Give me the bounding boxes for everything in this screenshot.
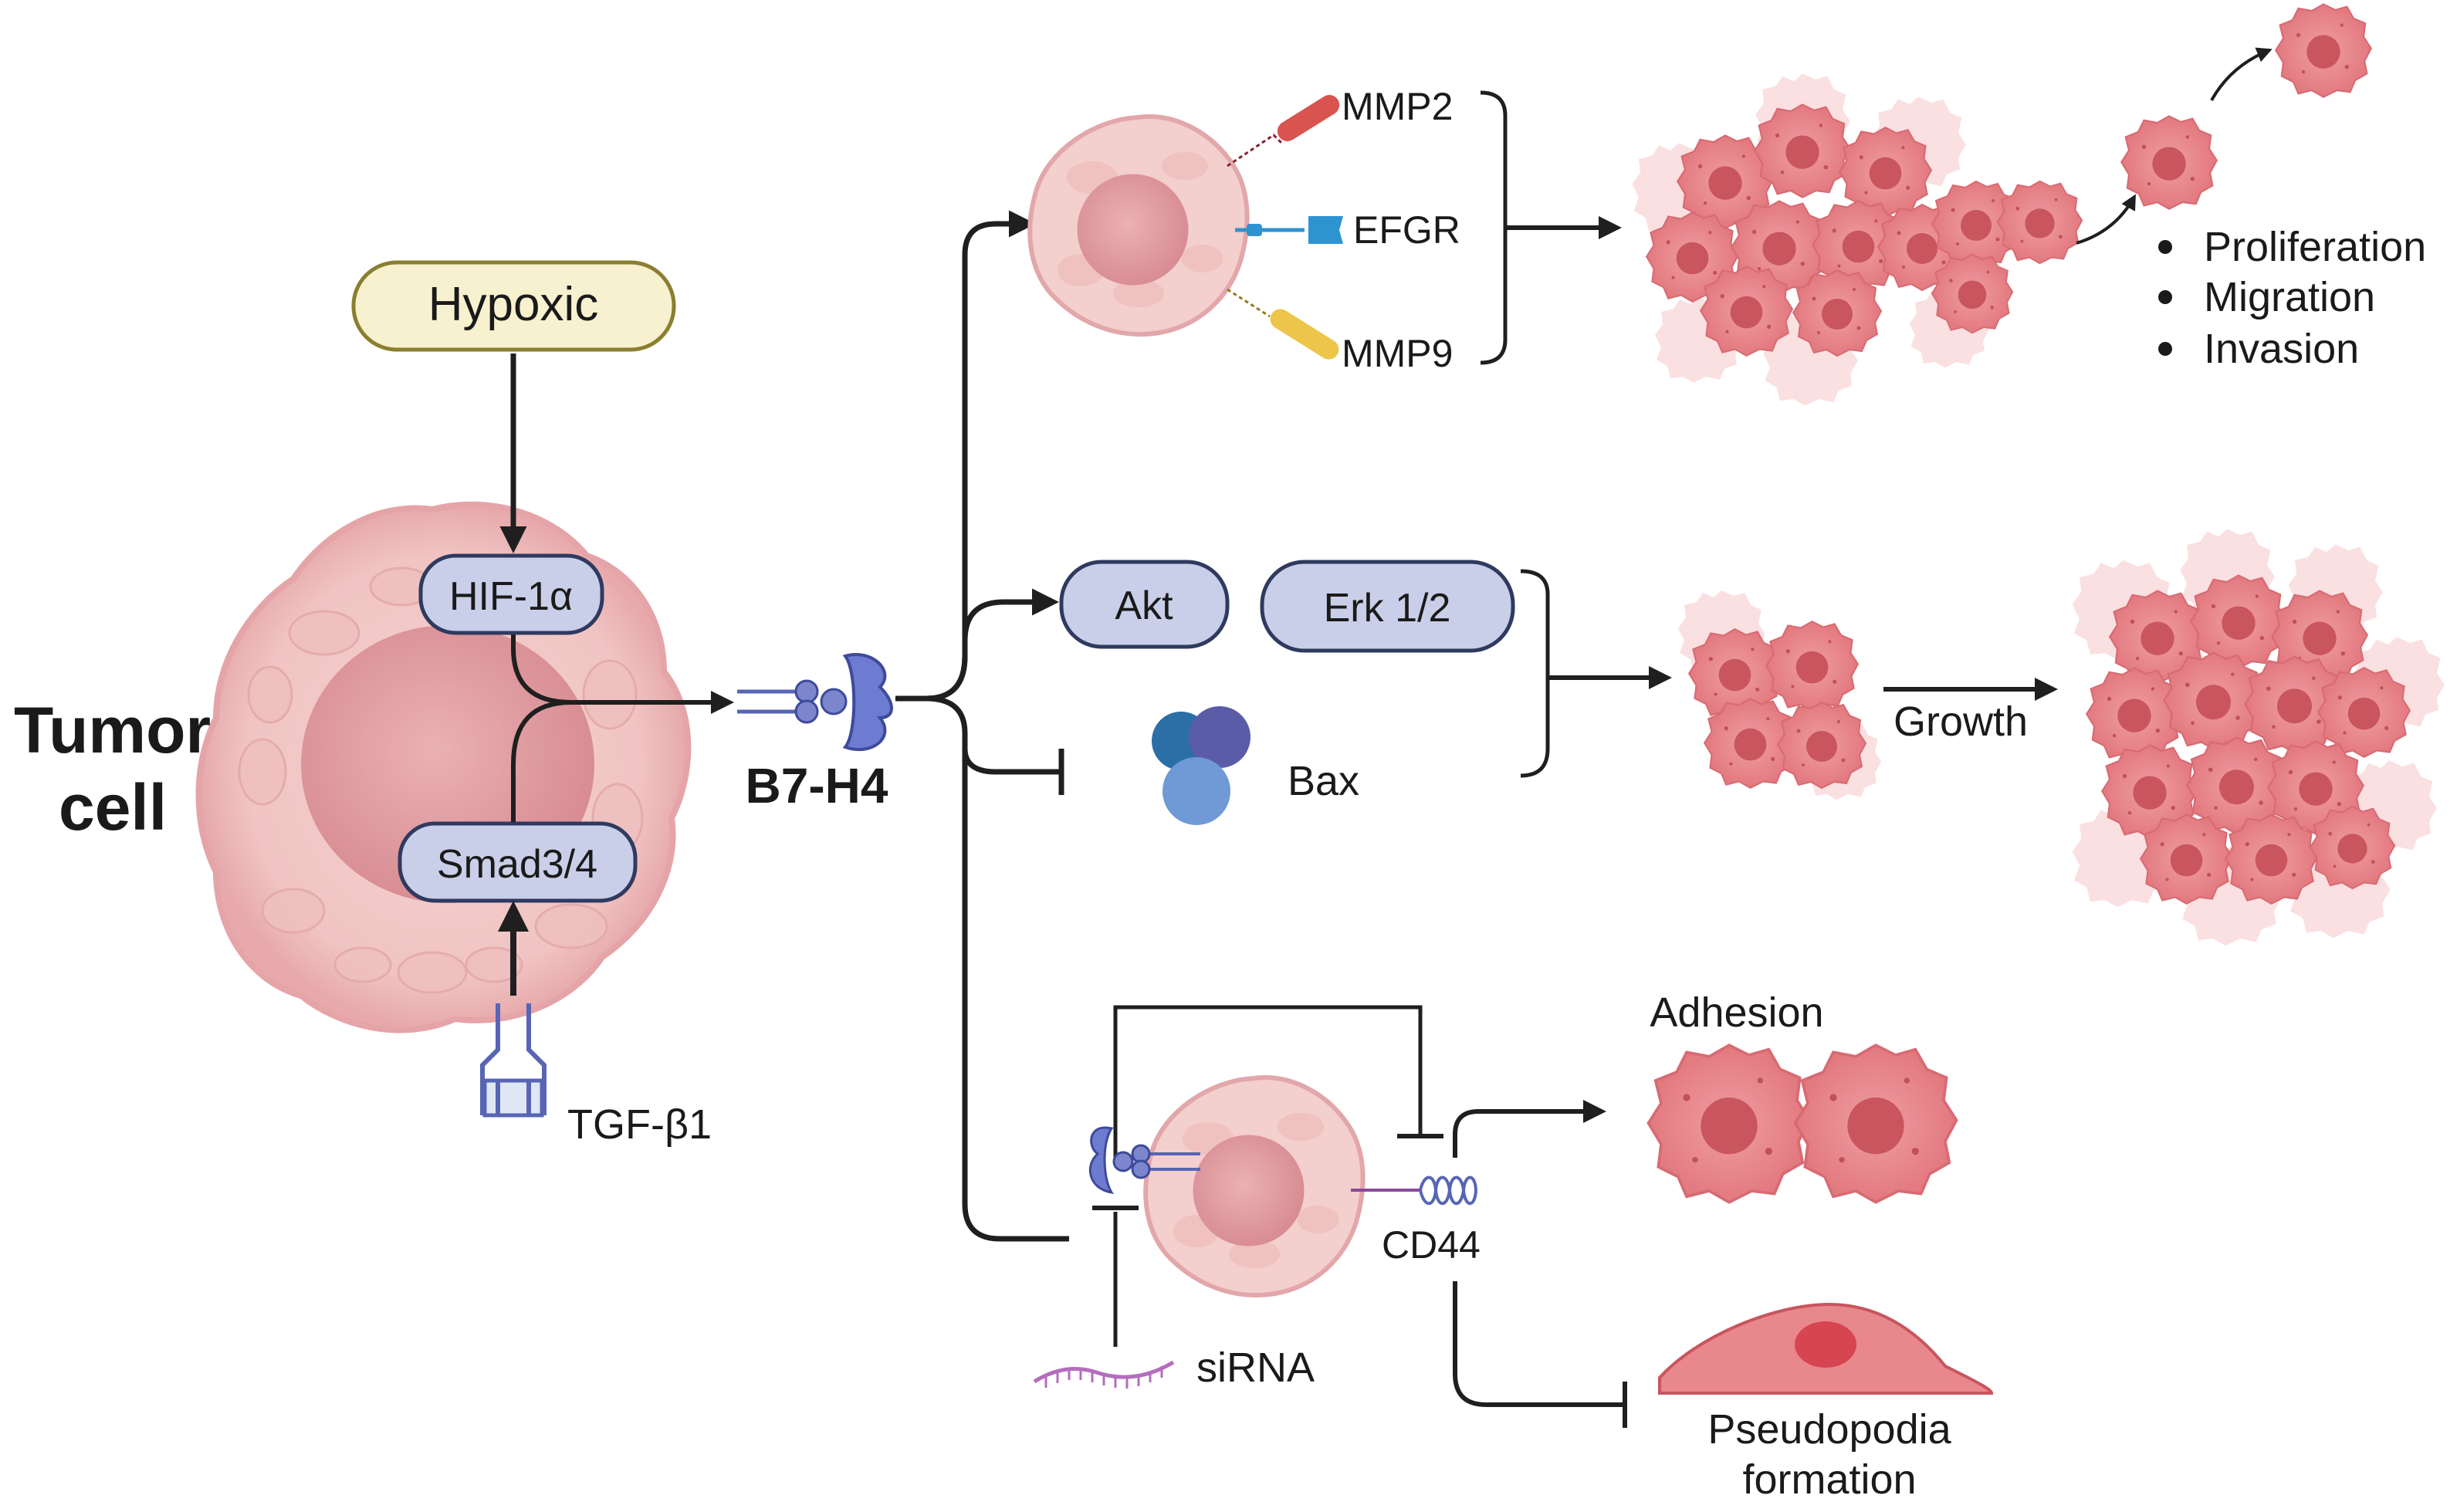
erk-node: Erk 1/2: [1260, 560, 1515, 653]
growth-label: Growth: [1894, 698, 2028, 745]
smad-label: Smad3/4: [437, 842, 597, 887]
efgr-label: EFGR: [1353, 208, 1460, 252]
outcome-list: Proliferation Migration Invasion: [2158, 224, 2426, 372]
tgf-receptor-icon: [480, 1003, 547, 1118]
cd44-label: CD44: [1382, 1223, 1481, 1267]
middle-bracket: [1520, 569, 1550, 778]
mmp2-icon: [1227, 95, 1340, 167]
feedback-loop-line: [1113, 1005, 1423, 1165]
top-bracket: [1480, 90, 1508, 365]
tumor-label-line2: cell: [59, 771, 167, 844]
hypoxic-label: Hypoxic: [428, 278, 599, 331]
smad-to-b7h4-line: [511, 700, 572, 822]
outcome-invasion: Invasion: [2204, 326, 2359, 372]
mmp9-label: MMP9: [1342, 332, 1453, 375]
adhesion-cells: [1646, 1044, 1958, 1204]
adhesion-label: Adhesion: [1650, 989, 1823, 1036]
akt-label: Akt: [1115, 583, 1173, 628]
bullet-icon: [2158, 342, 2172, 356]
outcome-proliferation: Proliferation: [2204, 224, 2426, 270]
hypoxic-node: Hypoxic: [351, 260, 676, 352]
pseudopodia-cell-icon: [1658, 1302, 1994, 1395]
tumor-cluster-proliferation: [1632, 73, 2083, 406]
mmp9-icon: [1227, 288, 1339, 360]
hif-label: HIF-1α: [449, 574, 573, 619]
lower-cell: [1146, 1077, 1362, 1295]
b7h4-label: B7-H4: [746, 758, 888, 814]
bax-label: Bax: [1288, 758, 1359, 804]
akt-node: Akt: [1059, 560, 1230, 649]
tgf-label: TGF-β1: [567, 1101, 712, 1148]
pseudopodia-label-line1: Pseudopodia: [1707, 1406, 1951, 1453]
migration-arrow-1: [2076, 194, 2136, 245]
cd44-icon: [1351, 1175, 1477, 1206]
migration-arrow-2: [2210, 47, 2273, 101]
migrating-cell-1: [2120, 115, 2218, 210]
smad-node: Smad3/4: [398, 821, 638, 903]
sirna-label: siRNA: [1196, 1345, 1315, 1391]
erk-label: Erk 1/2: [1324, 586, 1451, 631]
b7h4-branches: [895, 210, 1069, 1242]
lower-b7h4-receptor-icon: [1088, 1126, 1200, 1195]
tumor-label-line1: Tumor: [14, 694, 211, 766]
bullet-icon: [2158, 290, 2172, 304]
hif-node: HIF-1α: [418, 553, 604, 635]
migrating-cell-2: [2275, 3, 2372, 98]
tumor-cluster-large: [2072, 529, 2445, 946]
pseudopodia-label-line2: formation: [1742, 1456, 1916, 1503]
b7h4-receptor-icon: [737, 653, 893, 752]
mmp2-label: MMP2: [1342, 85, 1453, 128]
tumor-cell-label: Tumor cell: [14, 694, 211, 844]
efgr-icon: [1235, 216, 1343, 244]
upper-cell: [1030, 117, 1247, 334]
pseudopodia-inhibit-line: [1453, 1281, 1625, 1407]
outcome-migration: Migration: [2204, 274, 2375, 320]
tumor-cluster-small: [1678, 590, 1882, 800]
sirna-icon: [1033, 1360, 1175, 1389]
bullet-icon: [2158, 240, 2172, 254]
bax-icon: [1152, 706, 1250, 825]
adhesion-arrow: [1453, 1100, 1606, 1158]
